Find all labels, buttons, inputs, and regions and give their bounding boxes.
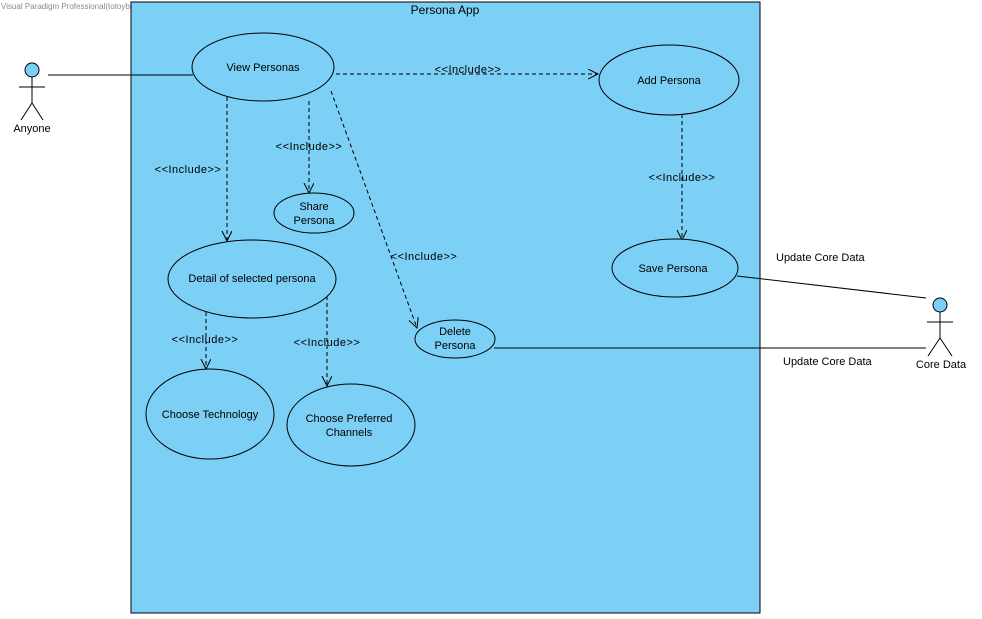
use-case-shape <box>286 383 416 467</box>
include-label-view-share: <<Include>> <box>276 141 343 153</box>
use-case-shape <box>414 319 496 359</box>
use-cases: View Personas Add Persona Share Persona … <box>145 32 740 467</box>
use-case-choose-technology[interactable]: Choose Technology <box>145 368 275 460</box>
actor-anyone[interactable]: Anyone <box>13 62 51 135</box>
use-case-shape <box>191 32 335 102</box>
use-case-label: Add Persona <box>637 75 701 87</box>
use-case-label: Channels <box>326 427 373 439</box>
use-case-save-persona[interactable]: Save Persona <box>611 238 739 298</box>
use-case-label: Detail of selected persona <box>188 273 316 285</box>
include-label-view-delete: <<Include>> <box>391 251 458 263</box>
include-label-view-detail: <<Include>> <box>155 164 222 176</box>
use-case-shape <box>611 238 739 298</box>
use-case-label: Persona <box>294 215 336 227</box>
use-case-shape <box>145 368 275 460</box>
association-label-save: Update Core Data <box>776 252 866 264</box>
use-case-label: Share <box>299 201 328 213</box>
use-case-shape <box>598 44 740 116</box>
actor-core-data[interactable]: Core Data <box>916 297 967 371</box>
use-case-delete-persona[interactable]: Delete Persona <box>414 319 496 359</box>
include-label-detail-channels: <<Include>> <box>294 337 361 349</box>
use-case-label: Delete <box>439 326 471 338</box>
use-case-label: Persona <box>435 340 477 352</box>
watermark: Visual Paradigm Professional(totoybi(Cit… <box>1 2 220 11</box>
use-case-label: Choose Technology <box>162 409 259 421</box>
use-case-label: Choose Preferred <box>306 413 393 425</box>
associations: Update Core Data Update Core Data <box>48 74 927 368</box>
use-case-view-personas[interactable]: View Personas <box>191 32 335 102</box>
use-case-shape <box>167 239 337 319</box>
system-title: Persona App <box>411 3 480 17</box>
include-label-add-save: <<Include>> <box>649 172 716 184</box>
use-case-label: Save Persona <box>638 263 708 275</box>
stick-figure-icon <box>927 297 953 357</box>
stick-figure-icon <box>19 62 45 121</box>
association-label-delete: Update Core Data <box>783 356 873 368</box>
use-case-choose-preferred-channels[interactable]: Choose Preferred Channels <box>286 383 416 467</box>
use-case-detail-selected-persona[interactable]: Detail of selected persona <box>167 239 337 319</box>
include-dependencies: <<Include>> <<Include>> <<Include>> <<In… <box>155 64 716 386</box>
include-label-view-add: <<Include>> <box>435 64 502 76</box>
actor-label: Core Data <box>916 359 967 371</box>
use-case-add-persona[interactable]: Add Persona <box>598 44 740 116</box>
association-core-data-save-persona[interactable] <box>736 275 927 299</box>
actor-label: Anyone <box>13 123 50 135</box>
use-case-shape <box>273 192 355 234</box>
include-view-to-delete[interactable] <box>330 90 417 328</box>
use-case-label: View Personas <box>226 62 300 74</box>
use-case-share-persona[interactable]: Share Persona <box>273 192 355 234</box>
include-label-detail-technology: <<Include>> <box>172 334 239 346</box>
